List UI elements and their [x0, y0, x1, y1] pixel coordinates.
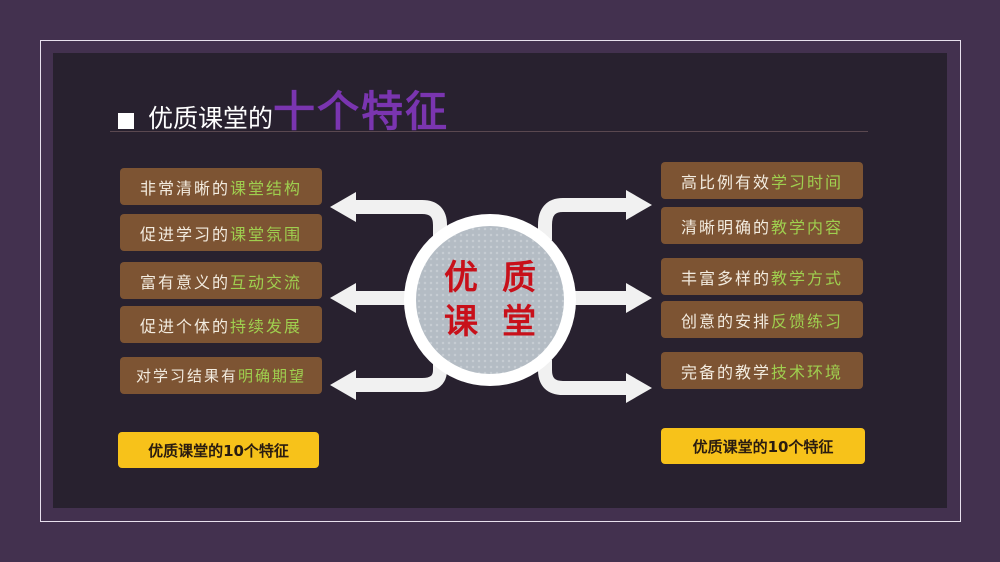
arrowhead-right-icon [626, 373, 652, 403]
arrow-right-bottom [538, 360, 630, 395]
arrowhead-right-icon [626, 283, 652, 313]
square-bullet-icon [118, 113, 134, 129]
feature-box-right-5: 完备的教学技术环境 [661, 352, 863, 389]
arrow-right-top [538, 198, 630, 240]
arrow-left-bottom [350, 360, 447, 392]
slide-title: 优质课堂的 十个特征 [118, 78, 449, 139]
features-button-left[interactable]: 优质课堂的10个特征 [118, 432, 319, 468]
feature-box-left-4: 促进个体的持续发展 [120, 306, 322, 343]
feature-box-left-1: 非常清晰的课堂结构 [120, 168, 322, 205]
center-char: 课 [444, 302, 478, 342]
feature-box-left-5: 对学习结果有明确期望 [120, 357, 322, 394]
title-divider [110, 131, 868, 132]
arrowhead-left-icon [330, 370, 356, 400]
feature-box-right-3: 丰富多样的教学方式 [661, 258, 863, 295]
arrowhead-left-icon [330, 192, 356, 222]
center-char: 质 [502, 258, 536, 298]
feature-box-left-3: 富有意义的互动交流 [120, 262, 322, 299]
title-highlight: 十个特征 [273, 87, 450, 136]
feature-box-right-4: 创意的安排反馈练习 [661, 301, 863, 338]
feature-box-right-1: 高比例有效学习时间 [661, 162, 863, 199]
feature-box-right-2: 清晰明确的教学内容 [661, 207, 863, 244]
title-prefix: 优质课堂的 [148, 104, 274, 133]
center-circle: 优 质 课 堂 [404, 214, 576, 386]
features-button-right[interactable]: 优质课堂的10个特征 [661, 428, 865, 464]
arrowhead-left-icon [330, 283, 356, 313]
slide-frame [40, 40, 961, 522]
center-char: 堂 [502, 302, 536, 342]
arrow-left-top [350, 200, 447, 240]
center-char: 优 [444, 258, 478, 298]
arrowhead-right-icon [626, 190, 652, 220]
feature-box-left-2: 促进学习的课堂氛围 [120, 214, 322, 251]
